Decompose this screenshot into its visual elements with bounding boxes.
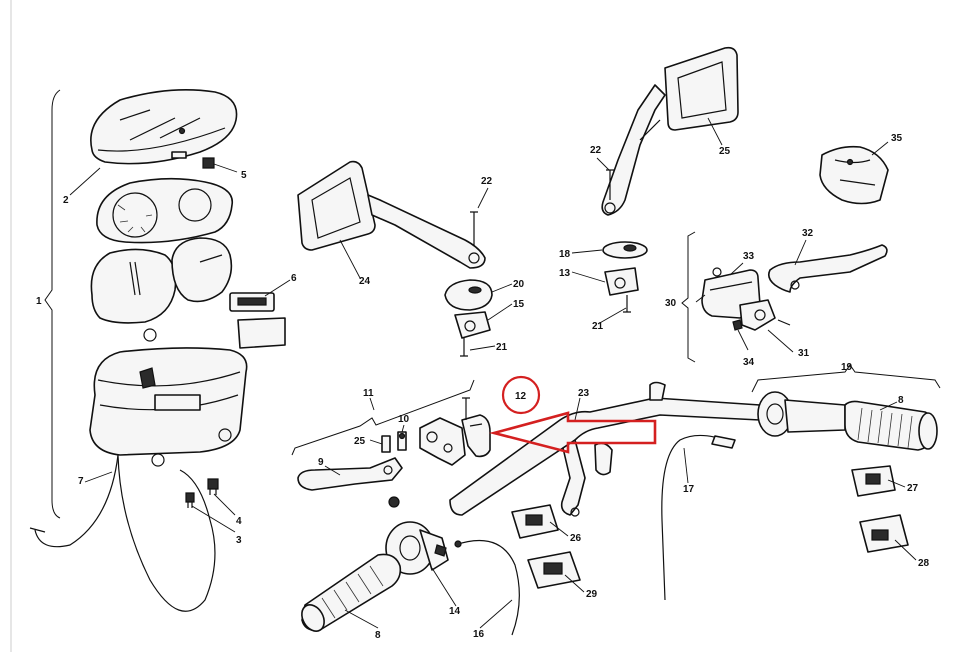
callout-10: 10 xyxy=(398,414,410,425)
callout-2: 2 xyxy=(63,195,69,206)
callout-25-left: 25 xyxy=(354,436,366,447)
dial-face-plate xyxy=(96,177,234,244)
lever-bracket-31 xyxy=(739,299,776,331)
clutch-lever-9 xyxy=(297,457,403,491)
callout-11: 11 xyxy=(363,388,374,399)
bracket-group-11 xyxy=(291,379,475,456)
bracket-group-19 xyxy=(751,364,941,393)
gauge-housing-right xyxy=(171,237,233,303)
pin-10 xyxy=(397,431,407,451)
callout-33: 33 xyxy=(743,251,755,262)
mount-cap-18 xyxy=(602,241,648,259)
throttle-housing-right xyxy=(757,391,846,437)
screw-12 xyxy=(462,397,470,420)
mount-clamp-13 xyxy=(604,267,639,296)
callout-17: 17 xyxy=(683,484,695,495)
gauge-housing-left xyxy=(90,248,177,324)
callout-21-right: 21 xyxy=(592,321,604,332)
callout-9: 9 xyxy=(318,457,324,468)
callout-14: 14 xyxy=(449,606,461,617)
leader-lines xyxy=(69,117,917,629)
callout-7: 7 xyxy=(78,476,84,487)
callout-15: 15 xyxy=(513,299,525,310)
cable-17 xyxy=(661,434,736,601)
switch-28 xyxy=(859,514,909,553)
bulb-holder-5 xyxy=(202,157,215,169)
pouch-35 xyxy=(819,145,889,205)
bolt-34 xyxy=(732,319,743,331)
callout-5: 5 xyxy=(241,170,247,181)
callout-3: 3 xyxy=(236,535,242,546)
grip-left-8 xyxy=(301,553,402,632)
instrument-tray xyxy=(89,328,248,467)
callout-29: 29 xyxy=(586,589,598,600)
screw-22-left xyxy=(470,211,478,246)
callout-22-left: 22 xyxy=(481,176,493,187)
callout-35: 35 xyxy=(891,133,903,144)
switch-26 xyxy=(511,504,559,539)
callout-1: 1 xyxy=(36,296,42,307)
mount-cap-20 xyxy=(444,279,493,311)
callout-26: 26 xyxy=(570,533,582,544)
callout-32: 32 xyxy=(802,228,814,239)
callout-31: 31 xyxy=(798,348,810,359)
callout-21-left: 21 xyxy=(496,342,508,353)
callout-23: 23 xyxy=(578,388,590,399)
bracket-group-1 xyxy=(44,89,61,519)
highlight-arrow-12 xyxy=(488,411,657,454)
clamp-12 xyxy=(461,414,491,458)
grip-right-8 xyxy=(844,400,938,451)
callout-24: 24 xyxy=(359,276,371,287)
callout-8-right: 8 xyxy=(898,395,904,406)
callout-13: 13 xyxy=(559,268,571,279)
bulb-4 xyxy=(207,478,219,495)
left-edge-line xyxy=(10,0,12,652)
mirror-left-24 xyxy=(297,160,486,269)
bracket-group-30 xyxy=(681,231,696,363)
callout-8-left: 8 xyxy=(375,630,381,641)
clutch-perch xyxy=(419,417,466,466)
pin-25 xyxy=(381,435,391,453)
switch-29 xyxy=(527,551,581,589)
callout-16: 16 xyxy=(473,629,485,640)
callout-25-right: 25 xyxy=(719,146,731,157)
speedometer-cable xyxy=(34,454,119,548)
callout-19: 19 xyxy=(841,362,853,373)
speedometer-cable-loop xyxy=(117,454,216,612)
screw-21-right xyxy=(623,295,631,313)
screw-22-right xyxy=(606,169,614,200)
callout-34: 34 xyxy=(743,357,755,368)
bulb-3 xyxy=(185,492,195,508)
callout-22-right: 22 xyxy=(590,145,602,156)
cable-16 xyxy=(454,539,520,636)
callout-28: 28 xyxy=(918,558,930,569)
highlight-circle-12 xyxy=(501,375,541,415)
callout-30: 30 xyxy=(665,298,677,309)
callout-6: 6 xyxy=(291,273,297,284)
brake-lever-32 xyxy=(768,244,888,293)
callout-27: 27 xyxy=(907,483,919,494)
indicator-unit-6 xyxy=(229,292,286,349)
screw-21-left xyxy=(460,338,468,357)
mount-clamp-15 xyxy=(454,311,491,339)
callout-4: 4 xyxy=(236,516,242,527)
callout-18: 18 xyxy=(559,249,571,260)
callout-12: 12 xyxy=(515,391,527,402)
instrument-cover xyxy=(90,88,238,165)
callout-20: 20 xyxy=(513,279,525,290)
mirror-right-25 xyxy=(601,46,739,216)
switch-27 xyxy=(851,465,896,497)
handlebar-23 xyxy=(449,381,761,517)
callout-labels: 1 2 3 4 5 6 7 8 8 9 10 11 12 13 14 15 16… xyxy=(36,133,930,641)
clutch-nut xyxy=(388,496,400,508)
